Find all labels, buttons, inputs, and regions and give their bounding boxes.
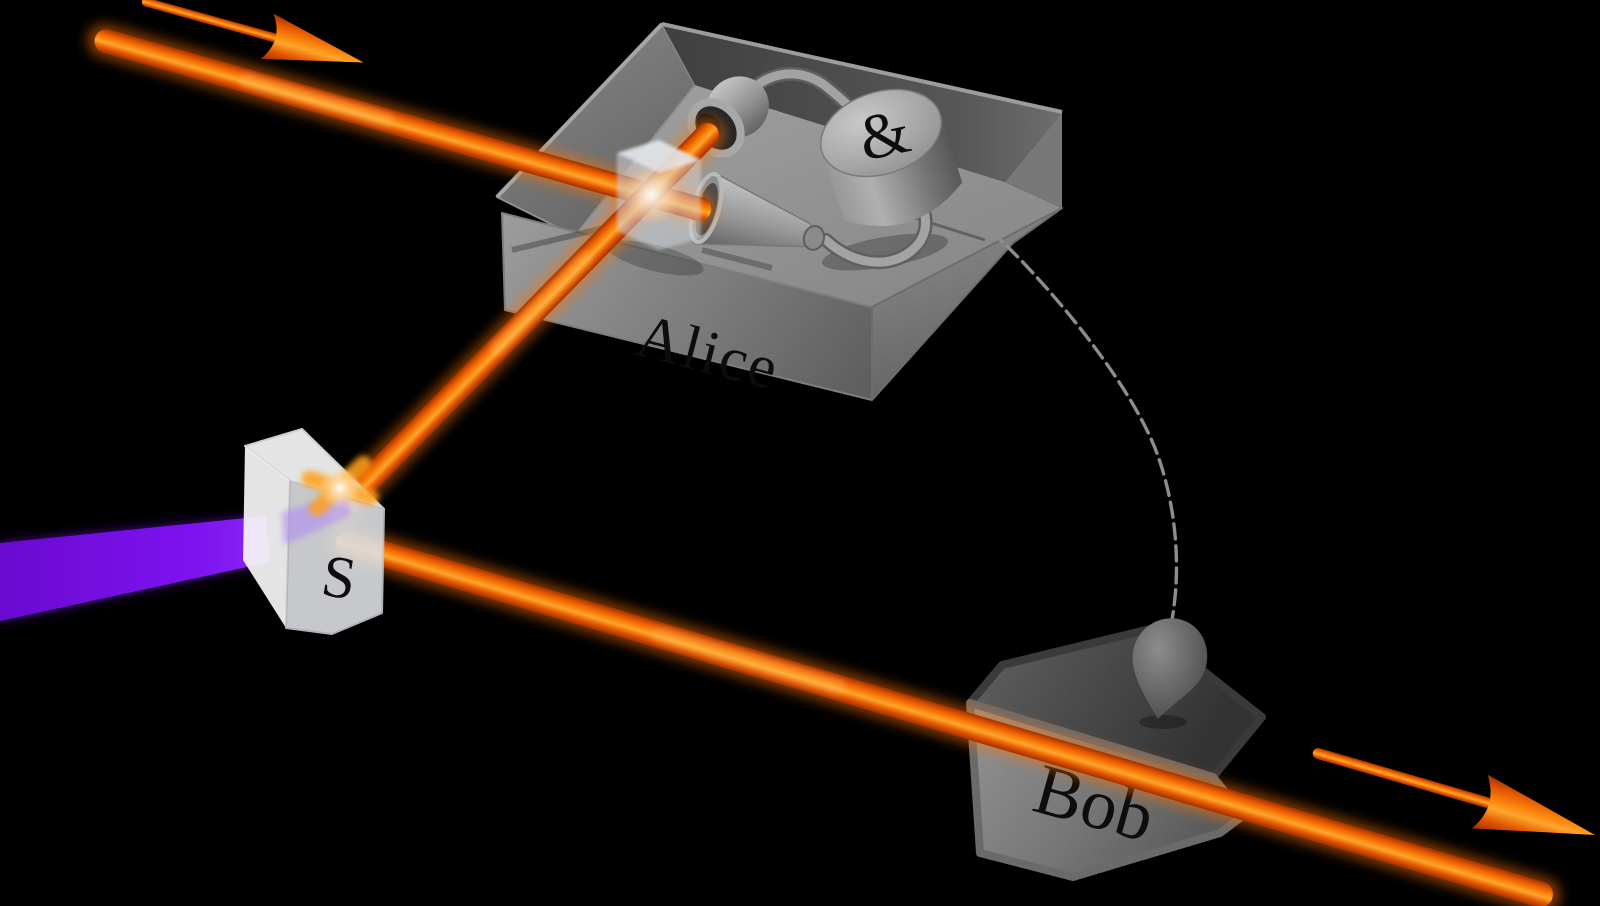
output-photon-arrow: [1312, 748, 1596, 835]
coincidence-unit: [819, 88, 963, 227]
beam-shadow-right: [701, 247, 773, 271]
pump-beam-core: [0, 516, 270, 621]
input-arrow-head: [260, 13, 364, 63]
alice-platform-right-corner: [1005, 112, 1062, 208]
alice-platform-right-face: [871, 207, 1063, 401]
photon-beam-b-sheen: [490, 250, 593, 356]
classical-channel: [936, 190, 1208, 719]
beam-splitter-top-face: [617, 140, 701, 173]
source-crystal: S: [243, 428, 385, 635]
beam-splitter-glow: [622, 165, 682, 225]
alice-rim-right-edge: [661, 22, 1063, 114]
photon-beam-lower-sheen: [652, 626, 846, 696]
photon-beam-lower-core: [335, 530, 1553, 906]
source-glow: [318, 466, 362, 510]
source-crystal-left-face: [243, 446, 290, 628]
beam-splitter-cube: [617, 140, 701, 250]
photon-beam-lower: [327, 524, 1561, 906]
photon-beam-upper-sheen: [239, 72, 394, 128]
detector-right-tail: [802, 225, 826, 251]
cube-shadow: [606, 240, 704, 276]
coincidence-top: [819, 88, 943, 178]
photon-beam-upper: [86, 23, 716, 226]
classical-channel-wire: [936, 190, 1179, 632]
arrowhead-shadow: [1139, 715, 1187, 729]
input-arrow-shaft: [141, 0, 279, 43]
pump-beam: [0, 516, 270, 621]
output-arrow-head: [1472, 774, 1596, 835]
output-arrow-shaft: [1312, 748, 1492, 808]
classical-channel-arrowhead: [1132, 618, 1208, 719]
input-photon-arrow: [141, 0, 364, 63]
alice-platform-floor: [502, 85, 1062, 307]
alice-instruments: &: [687, 66, 963, 270]
